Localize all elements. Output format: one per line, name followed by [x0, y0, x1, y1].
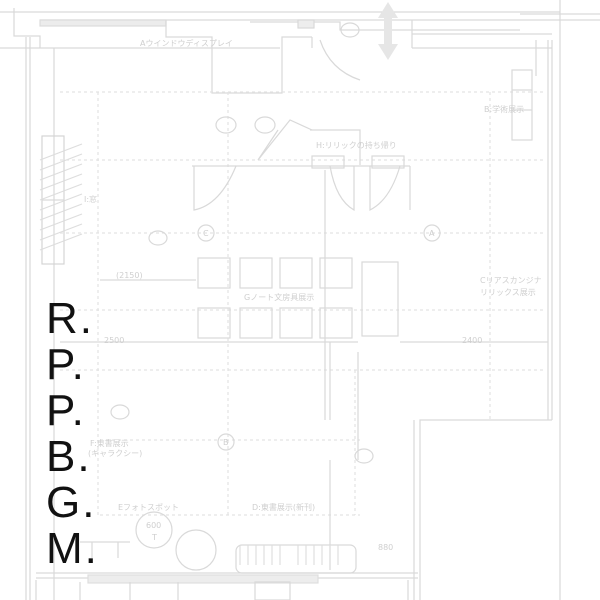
svg-text:A: A — [429, 229, 435, 238]
svg-text:D:東書展示(新刊): D:東書展示(新刊) — [252, 502, 315, 512]
svg-text:B:学術展示: B:学術展示 — [484, 104, 524, 114]
svg-text:Gノート文房具展示: Gノート文房具展示 — [244, 292, 314, 302]
svg-text:B: B — [223, 438, 229, 447]
letter-p-1: P. — [46, 340, 86, 389]
svg-text:C: C — [203, 229, 209, 238]
letter-g: G. — [46, 478, 97, 527]
letter-p-2: P. — [46, 386, 86, 435]
svg-text:H:リリックの持ち帰り: H:リリックの持ち帰り — [316, 140, 397, 150]
svg-text:Eフォトスポット: Eフォトスポット — [118, 503, 179, 512]
monogram-letters: R. P. P. B. G. M. — [46, 296, 99, 572]
svg-text:I:窓: I:窓 — [84, 194, 97, 204]
svg-text:(2150): (2150) — [116, 271, 143, 280]
svg-text:(ギャラクシー): (ギャラクシー) — [88, 449, 142, 458]
svg-text:F:東書展示: F:東書展示 — [90, 438, 129, 448]
svg-text:880: 880 — [378, 543, 393, 552]
letter-b: B. — [46, 432, 92, 481]
letter-r: R. — [46, 294, 94, 343]
svg-text:Cリアスカンジナ: Cリアスカンジナ — [480, 276, 542, 285]
svg-text:Aウインドウディスプレイ: Aウインドウディスプレイ — [140, 38, 233, 48]
svg-text:2500: 2500 — [104, 336, 124, 345]
svg-text:2400: 2400 — [462, 336, 482, 345]
svg-text:600: 600 — [146, 521, 161, 530]
letter-m: M. — [46, 524, 99, 573]
svg-text:リリックス展示: リリックス展示 — [480, 288, 536, 297]
svg-text:T: T — [151, 533, 157, 542]
